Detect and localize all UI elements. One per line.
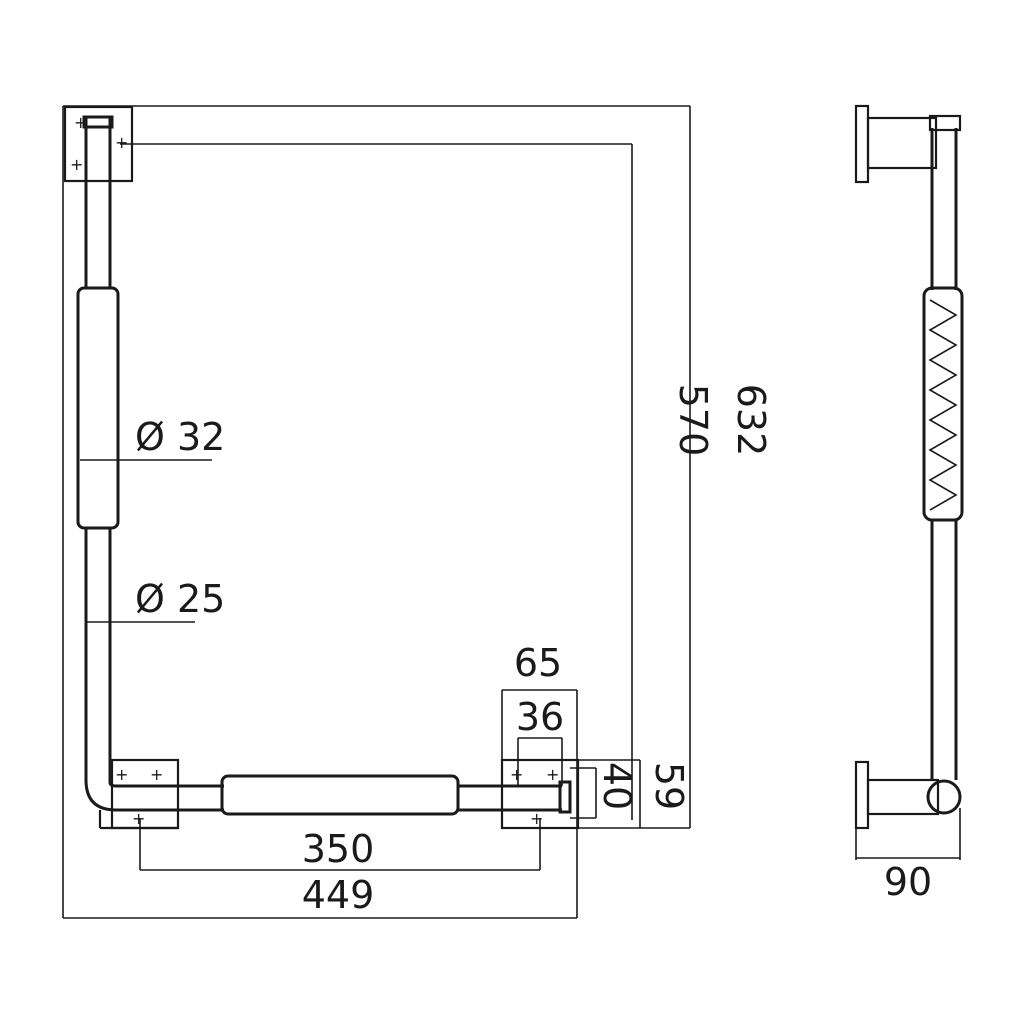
diameter-25-callout: Ø 25	[86, 577, 225, 623]
svg-text:+: +	[132, 809, 145, 828]
svg-text:+: +	[115, 765, 128, 784]
dimension-350-label: 350	[302, 827, 375, 871]
overall-dimension-frame	[62, 105, 691, 919]
dimension-65-label: 65	[514, 641, 562, 685]
dimension-65: 65	[501, 641, 578, 820]
svg-text:+: +	[510, 765, 523, 784]
front-view: + + + + + +	[62, 105, 773, 919]
dimension-59-label: 59	[647, 762, 691, 810]
textured-grip	[922, 286, 964, 522]
bottom-right-flange: + + +	[500, 758, 580, 830]
vertical-tube	[76, 115, 120, 812]
svg-text:+: +	[70, 155, 83, 174]
dimension-350: 350	[139, 818, 541, 871]
side-view: 90	[854, 104, 964, 904]
dimension-90-label: 90	[884, 860, 932, 904]
dimension-40-label: 40	[595, 762, 639, 810]
dimension-36: 36	[516, 695, 564, 786]
svg-text:+: +	[530, 809, 543, 828]
dimension-570-label: 570	[671, 384, 715, 457]
diameter-32-label: Ø 32	[135, 415, 225, 459]
horizontal-tube	[116, 774, 572, 816]
svg-text:+: +	[546, 765, 559, 784]
dimension-40: 40	[570, 762, 639, 819]
diameter-25-label: Ø 25	[135, 577, 225, 621]
dimension-632-label: 632	[729, 384, 773, 457]
dimension-570: 570	[120, 143, 715, 820]
dimension-36-label: 36	[516, 695, 564, 739]
dimension-90: 90	[855, 808, 961, 904]
bottom-left-flange: + + +	[98, 758, 180, 830]
svg-text:+: +	[150, 765, 163, 784]
diameter-32-callout: Ø 32	[80, 415, 225, 461]
dimension-59: 59	[578, 759, 691, 829]
svg-text:+: +	[115, 133, 128, 152]
dimension-449-label: 449	[302, 873, 375, 917]
